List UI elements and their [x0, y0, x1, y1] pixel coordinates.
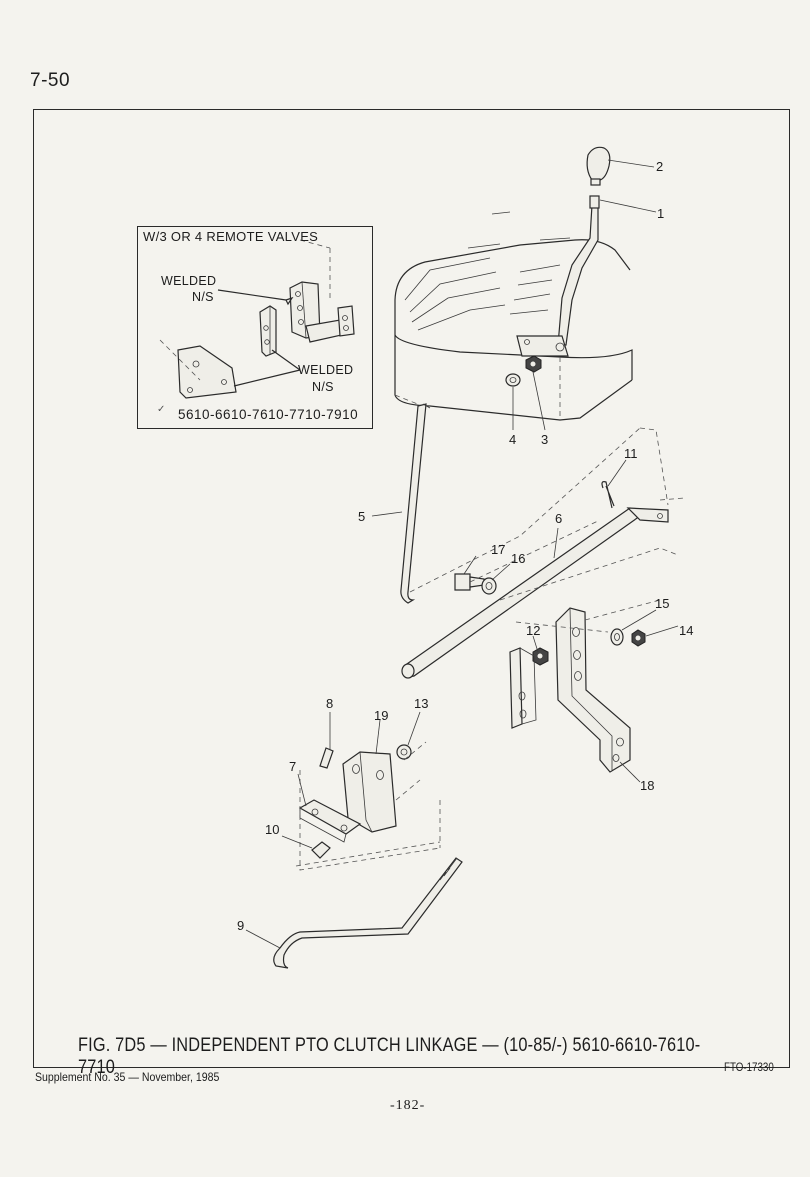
ns-label-lower: N/S: [312, 380, 334, 394]
callout-13: 13: [414, 696, 429, 711]
page-section-number: 7-50: [30, 70, 71, 91]
callout-3: 3: [541, 432, 549, 447]
callout-14: 14: [679, 623, 694, 638]
callout-15: 15: [655, 596, 670, 611]
callout-11: 11: [624, 446, 638, 461]
callout-19: 19: [374, 708, 389, 723]
lockwasher-16: [481, 577, 497, 595]
callout-10: 10: [265, 822, 280, 837]
welded-label-lower: WELDED: [298, 363, 354, 377]
figure-caption: FIG. 7D5 — INDEPENDENT PTO CLUTCH LINKAG…: [78, 1035, 701, 1078]
callout-2: 2: [656, 159, 664, 174]
clevis-7: [298, 799, 362, 843]
welded-bracket-upper: [289, 281, 355, 343]
welded-bracket-lower: [259, 305, 277, 357]
bolt-10: [311, 841, 331, 859]
mounting-plate: [177, 345, 237, 399]
callout-8: 8: [326, 696, 334, 711]
callout-7: 7: [289, 759, 297, 774]
washer-13: [396, 744, 412, 760]
figure-frame: [33, 109, 790, 1068]
callout-12: 12: [526, 623, 541, 638]
welded-label-upper: WELDED: [161, 274, 217, 288]
lever-knob: [586, 146, 611, 186]
callout-1: 1: [657, 206, 665, 221]
rod-5: [400, 403, 431, 604]
callout-6: 6: [555, 511, 563, 526]
pto-lever: [516, 195, 600, 357]
nut-3: [525, 355, 542, 373]
leader-lines: [245, 159, 679, 949]
callout-9: 9: [237, 918, 245, 933]
callout-4: 4: [509, 432, 517, 447]
inset-models: 5610-6610-7610-7710-7910: [178, 407, 359, 422]
inset-title: W/3 OR 4 REMOTE VALVES: [143, 229, 319, 244]
cotter-pin-11: [601, 481, 615, 509]
tick-mark: ✓: [157, 404, 166, 415]
bracket-18: [555, 607, 631, 773]
fender-housing: [394, 211, 633, 421]
callout-18: 18: [640, 778, 655, 793]
callout-5: 5: [358, 509, 366, 524]
shaft-6: [401, 507, 669, 679]
nut-14: [631, 629, 646, 647]
side-plate: [509, 647, 537, 729]
washer-4: [505, 373, 521, 387]
pin-8: [319, 747, 334, 769]
supplement-note: Supplement No. 35 — November, 1985: [35, 1070, 220, 1084]
ns-label-upper: N/S: [192, 290, 214, 304]
callout-16: 16: [511, 551, 526, 566]
callout-17: 17: [491, 542, 506, 557]
page-number: -182-: [390, 1098, 426, 1113]
bolt-17: [454, 573, 485, 591]
figure-code: FTO-17330: [724, 1062, 774, 1074]
nut-12: [532, 647, 549, 666]
washer-15: [610, 628, 624, 646]
rod-9: [273, 857, 463, 969]
